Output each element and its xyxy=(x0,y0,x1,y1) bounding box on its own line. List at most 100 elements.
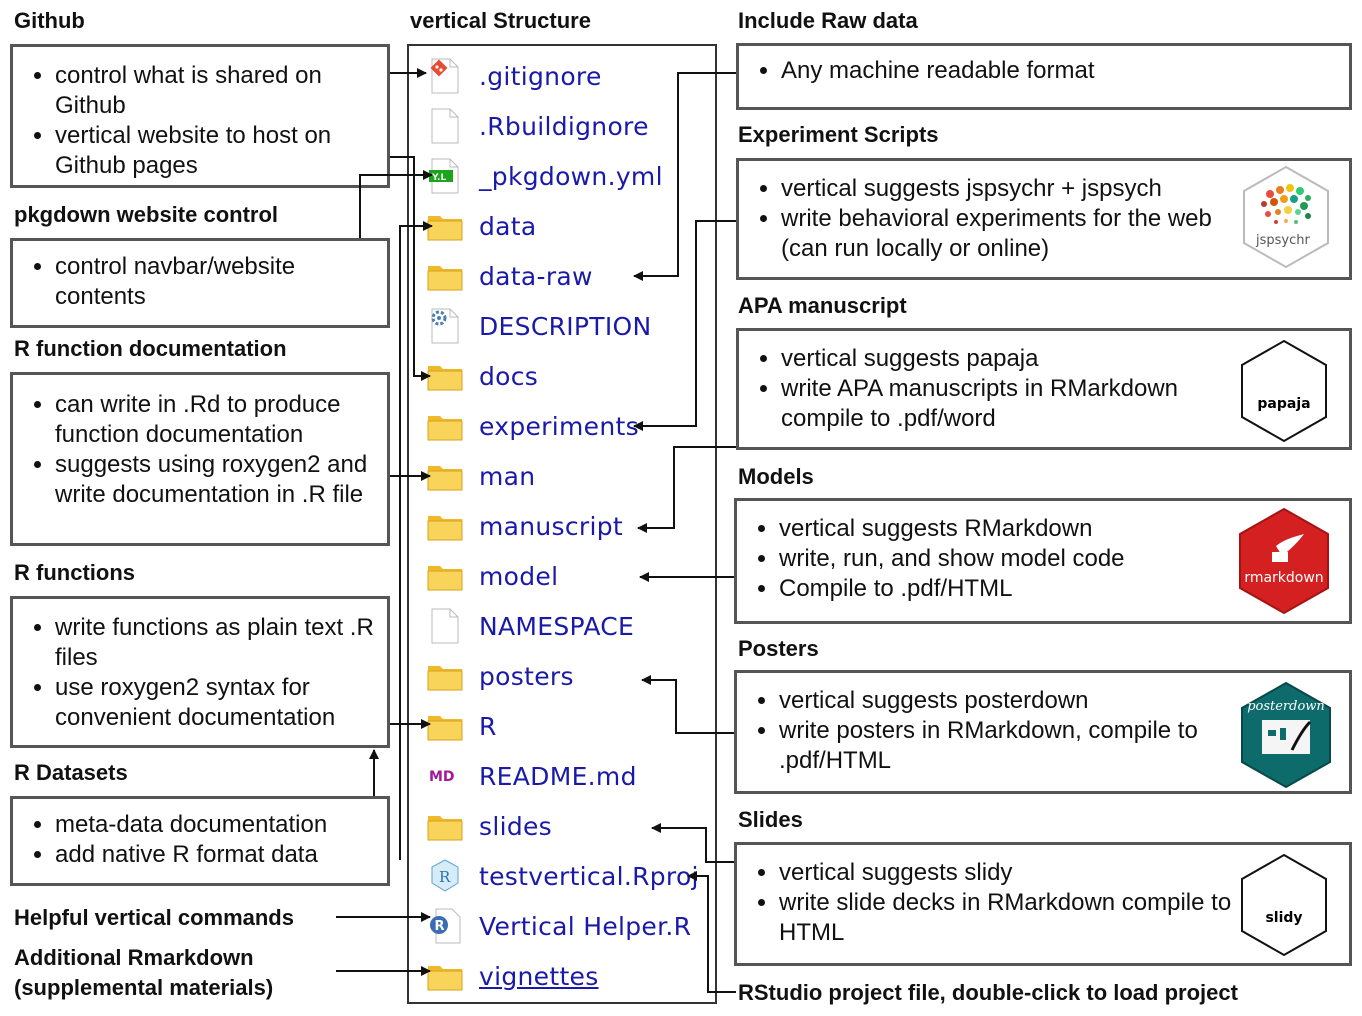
bullet: vertical suggests jspsychr + jspsych xyxy=(781,174,1241,204)
tree-item-label: slides xyxy=(479,811,552,841)
github-box: control what is shared on Github vertica… xyxy=(10,44,390,188)
bullet: vertical suggests posterdown xyxy=(779,686,1249,716)
tree-item-label: _pkgdown.yml xyxy=(479,161,663,191)
rmarkdown-logo-text: rmarkdown xyxy=(1244,570,1323,586)
svg-text:R: R xyxy=(435,919,445,934)
rdata-box: meta-data documentation add native R for… xyxy=(10,796,390,886)
rdoc-box: can write in .Rd to produce function doc… xyxy=(10,372,390,546)
rproj-file-icon: R xyxy=(427,858,463,894)
tree-item-label: docs xyxy=(479,361,539,391)
folder-icon xyxy=(427,958,463,994)
tree-item-model[interactable]: model xyxy=(427,556,558,596)
tree-item-gitignore[interactable]: .gitignore xyxy=(427,56,602,96)
tree-item-label: man xyxy=(479,461,536,491)
git-file-icon xyxy=(427,58,463,94)
rstudio-label: RStudio project file, double-click to lo… xyxy=(738,980,1238,1005)
tree-item-label: model xyxy=(479,561,559,591)
svg-text:jspsychr: jspsychr xyxy=(1255,233,1310,248)
yaml-file-icon: Y.L xyxy=(427,158,463,194)
rfunc-heading: R functions xyxy=(14,560,135,585)
markdown-file-icon: MD xyxy=(427,758,463,794)
posterdown-logo-text: posterdown xyxy=(1247,699,1325,714)
tree-item-label: testvertical.Rproj xyxy=(479,861,699,891)
tree-item-vignettes[interactable]: vignettes xyxy=(427,956,599,996)
tree-item-rproj[interactable]: R testvertical.Rproj xyxy=(427,856,699,896)
tree-item-namespace[interactable]: NAMESPACE xyxy=(427,606,634,646)
tree-item-label: data xyxy=(479,211,537,241)
tree-item-pkgdown-yml[interactable]: Y.L _pkgdown.yml xyxy=(427,156,663,196)
tree-item-man[interactable]: man xyxy=(427,456,535,496)
tree-item-label: DESCRIPTION xyxy=(479,311,652,341)
bullet: write behavioral experiments for the web… xyxy=(781,204,1241,264)
tree-item-readme[interactable]: MD README.md xyxy=(427,756,637,796)
posterdown-logo: posterdown xyxy=(1238,680,1334,795)
tree-item-r[interactable]: R xyxy=(427,706,497,746)
svg-text:MD: MD xyxy=(429,769,455,785)
svg-text:Y.L: Y.L xyxy=(431,173,446,183)
blank-file-icon xyxy=(427,108,463,144)
tree-item-data-raw[interactable]: data-raw xyxy=(427,256,593,296)
bullet: write APA manuscripts in RMarkdown compi… xyxy=(781,374,1251,434)
tree-item-label: README.md xyxy=(479,761,637,791)
folder-icon xyxy=(427,408,463,444)
tree-item-label: .Rbuildignore xyxy=(479,111,649,141)
tree-item-label[interactable]: vignettes xyxy=(479,961,599,991)
rmarkdown-logo: rmarkdown xyxy=(1236,506,1332,621)
exp-box: vertical suggests jspsychr + jspsych wri… xyxy=(736,158,1352,280)
blank-file-icon xyxy=(427,608,463,644)
pkgdown-heading: pkgdown website control xyxy=(14,202,279,227)
bullet: vertical suggests RMarkdown xyxy=(779,514,1249,544)
file-tree: .gitignore .Rbuildignore Y.L _pkgdown.ym… xyxy=(407,44,717,1004)
tree-item-label: experiments xyxy=(479,411,639,441)
tree-title: vertical Structure xyxy=(410,8,591,33)
pkgdown-box: control navbar/website contents xyxy=(10,238,390,328)
exp-heading: Experiment Scripts xyxy=(738,122,939,147)
tree-item-label: manuscript xyxy=(479,511,624,541)
models-heading: Models xyxy=(738,464,814,489)
folder-icon xyxy=(427,658,463,694)
folder-icon xyxy=(427,258,463,294)
rfunc-box: write functions as plain text .R files u… xyxy=(10,596,390,748)
tree-item-slides[interactable]: slides xyxy=(427,806,552,846)
bullet: add native R format data xyxy=(55,840,387,870)
bullet: Compile to .pdf/HTML xyxy=(779,574,1249,604)
svg-text:R: R xyxy=(439,868,451,886)
raw-box: Any machine readable format xyxy=(736,43,1352,110)
folder-icon xyxy=(427,458,463,494)
tree-item-experiments[interactable]: experiments xyxy=(427,406,639,446)
supplemental-label: (supplemental materials) xyxy=(14,975,274,1000)
bullet: write functions as plain text .R files xyxy=(55,613,387,673)
tree-item-label: data-raw xyxy=(479,261,593,291)
tree-item-manuscript[interactable]: manuscript xyxy=(427,506,623,546)
jspsychr-logo: jspsychr xyxy=(1240,164,1332,275)
folder-icon xyxy=(427,708,463,744)
folder-icon xyxy=(427,808,463,844)
tree-item-docs[interactable]: docs xyxy=(427,356,538,396)
tree-item-data[interactable]: data xyxy=(427,206,537,246)
r-script-icon: R xyxy=(427,908,463,944)
bullet: Any machine readable format xyxy=(781,56,1349,86)
papaja-logo: papaja xyxy=(1238,338,1330,449)
bullet: control what is shared on Github xyxy=(55,61,387,121)
bullet: vertical suggests papaja xyxy=(781,344,1251,374)
bullet: control navbar/website contents xyxy=(55,252,387,312)
tree-item-helper-r[interactable]: R Vertical Helper.R xyxy=(427,906,691,946)
github-heading: Github xyxy=(14,8,85,33)
posters-heading: Posters xyxy=(738,636,819,661)
raw-heading: Include Raw data xyxy=(738,8,918,33)
bullet: suggests using roxygen2 and write docume… xyxy=(55,450,387,510)
rdoc-heading: R function documentation xyxy=(14,336,287,361)
slidy-logo: slidy xyxy=(1238,852,1330,963)
bullet: write posters in RMarkdown, compile to .… xyxy=(779,716,1249,776)
papaja-logo-text: papaja xyxy=(1257,396,1310,412)
rdata-heading: R Datasets xyxy=(14,760,128,785)
folder-icon xyxy=(427,208,463,244)
tree-item-label: NAMESPACE xyxy=(479,611,635,641)
bullet: vertical website to host on Github pages xyxy=(55,121,387,181)
folder-icon xyxy=(427,558,463,594)
bullet: write, run, and show model code xyxy=(779,544,1249,574)
tree-item-description[interactable]: DESCRIPTION xyxy=(427,306,652,346)
bullet: meta-data documentation xyxy=(55,810,387,840)
tree-item-posters[interactable]: posters xyxy=(427,656,574,696)
tree-item-rbuildignore[interactable]: .Rbuildignore xyxy=(427,106,649,146)
